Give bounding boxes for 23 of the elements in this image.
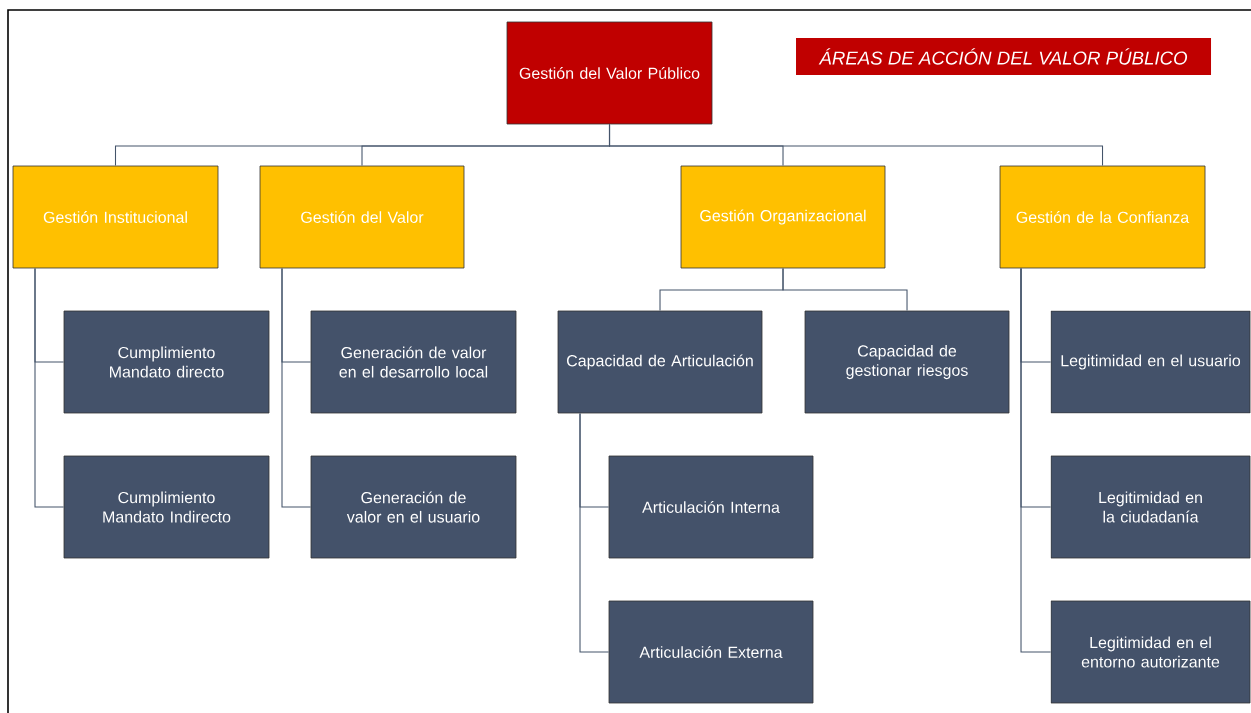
category-box: Gestión de la Confianza (999, 165, 1206, 269)
subcategory-box: Cumplimiento Mandato directo (63, 310, 270, 414)
category-box: Gestión del Valor (259, 165, 465, 269)
connector-line (34, 267, 65, 508)
connector-line (281, 267, 312, 508)
connector-line (1020, 267, 1052, 653)
subcategory-box: Legitimidad en el entorno autorizante (1050, 600, 1251, 704)
subcategory-box: Articulación Interna (608, 455, 814, 559)
connector-line (782, 267, 908, 312)
subcategory-box: Generación de valor en el desarrollo local (310, 310, 517, 414)
category-box: Gestión Organizacional (680, 165, 886, 269)
connector-line (608, 123, 1104, 167)
subcategory-box: Capacidad de gestionar riesgos (804, 310, 1010, 414)
subcategory-box: Legitimidad en la ciudadanía (1050, 455, 1251, 559)
category-box: Gestión Institucional (12, 165, 219, 269)
subcategory-box: Generación de valor en el usuario (310, 455, 517, 559)
root-box: Gestión del Valor Público (506, 21, 713, 125)
subcategory-box: Cumplimiento Mandato Indirecto (63, 455, 270, 559)
subcategory-box: Articulación Externa (608, 600, 814, 704)
subcategory-box: Capacidad de Articulación (557, 310, 763, 414)
subcategory-box: Legitimidad en el usuario (1050, 310, 1251, 414)
connector-line (579, 412, 610, 653)
title-banner: ÁREAS DE ACCIÓN DEL VALOR PÚBLICO (796, 38, 1211, 75)
